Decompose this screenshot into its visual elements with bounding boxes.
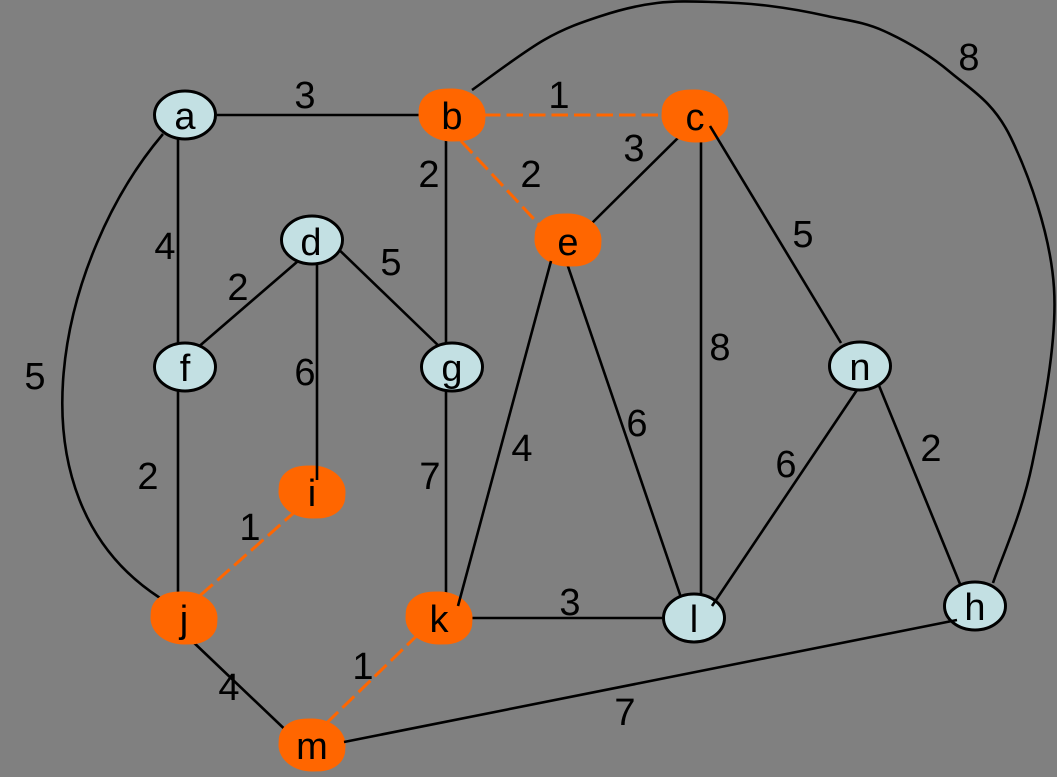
- svg-text:e: e: [557, 222, 578, 264]
- svg-text:m: m: [296, 726, 328, 768]
- svg-text:5: 5: [24, 356, 45, 398]
- svg-text:c: c: [686, 97, 705, 139]
- svg-text:2: 2: [520, 154, 541, 196]
- svg-text:a: a: [174, 96, 196, 138]
- svg-text:f: f: [180, 348, 191, 390]
- svg-text:2: 2: [920, 428, 941, 470]
- svg-text:1: 1: [548, 75, 569, 117]
- svg-text:4: 4: [511, 428, 532, 470]
- svg-text:3: 3: [559, 582, 580, 624]
- svg-text:5: 5: [792, 214, 813, 256]
- svg-text:g: g: [441, 348, 462, 390]
- svg-text:b: b: [441, 96, 462, 138]
- svg-text:8: 8: [958, 37, 979, 79]
- svg-text:3: 3: [294, 75, 315, 117]
- svg-text:6: 6: [626, 403, 647, 445]
- svg-text:8: 8: [709, 327, 730, 369]
- svg-text:l: l: [690, 599, 698, 641]
- svg-text:1: 1: [239, 507, 260, 549]
- svg-text:4: 4: [218, 667, 239, 709]
- svg-text:k: k: [430, 599, 450, 641]
- svg-text:h: h: [964, 587, 985, 629]
- svg-text:7: 7: [419, 456, 440, 498]
- svg-text:n: n: [849, 347, 870, 389]
- svg-text:j: j: [179, 599, 188, 641]
- svg-text:7: 7: [614, 692, 635, 734]
- svg-text:i: i: [308, 473, 316, 515]
- svg-text:4: 4: [154, 226, 175, 268]
- svg-text:3: 3: [623, 128, 644, 170]
- svg-text:2: 2: [227, 267, 248, 309]
- svg-text:d: d: [300, 222, 321, 264]
- svg-text:1: 1: [352, 646, 373, 688]
- svg-text:2: 2: [137, 456, 158, 498]
- svg-text:6: 6: [775, 444, 796, 486]
- svg-text:6: 6: [294, 352, 315, 394]
- svg-text:5: 5: [380, 242, 401, 284]
- svg-text:2: 2: [418, 154, 439, 196]
